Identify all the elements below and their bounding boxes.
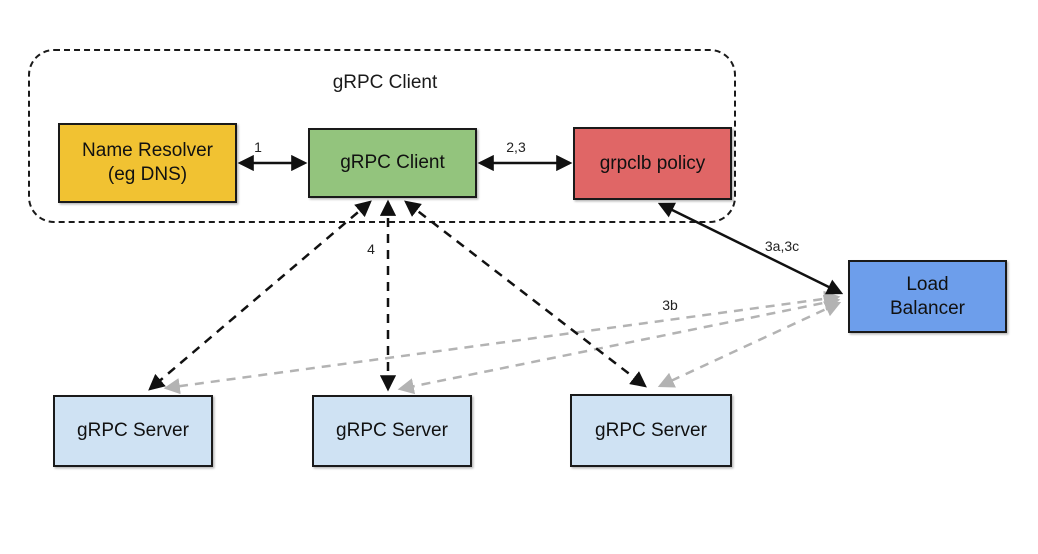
edge-label-balancer-servers: 3b	[662, 297, 678, 313]
edge-client-server-1	[148, 200, 372, 391]
edge-balancer-server-1	[163, 290, 841, 395]
node-grpc-server-1: gRPC Server	[53, 395, 213, 467]
edge-label-policy-balancer: 3a,3c	[764, 238, 800, 254]
grpc-client-group-title: gRPC Client	[332, 72, 438, 93]
node-grpc-server-2: gRPC Server	[312, 395, 472, 467]
edge-balancer-server-2	[397, 294, 841, 395]
node-grpc-server-3: gRPC Server	[570, 394, 732, 467]
node-name-resolver: Name Resolver (eg DNS)	[58, 123, 237, 203]
edge-label-resolver-client: 1	[254, 139, 262, 155]
node-grpc-client: gRPC Client	[308, 128, 477, 198]
node-grpclb-policy: grpclb policy	[573, 127, 732, 200]
edge-label-client-policy: 2,3	[506, 139, 526, 155]
edge-label-client-servers: 4	[367, 241, 375, 257]
node-load-balancer: Load Balancer	[848, 260, 1007, 333]
edge-client-server-3	[404, 200, 647, 388]
edge-balancer-server-3	[657, 301, 842, 388]
